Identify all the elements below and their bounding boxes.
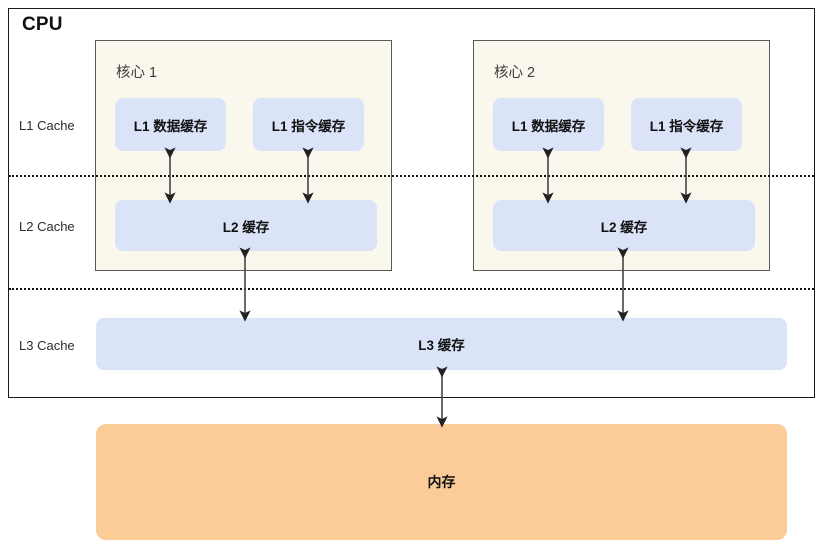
core-1-title: 核心 1 [116,65,158,81]
l1-l2-boundary-line [9,175,814,177]
core-1-l1-instruction-cache: L1 指令缓存 [253,98,364,151]
core-2-l1-instruction-cache: L1 指令缓存 [631,98,742,151]
row-label-l2-cache: L2 Cache [19,219,75,234]
l3-cache-block: L3 缓存 [96,318,787,370]
core-1-l2-cache: L2 缓存 [115,200,377,251]
core-2-l1-data-cache: L1 数据缓存 [493,98,604,151]
cpu-title: CPU [22,14,63,35]
l2-l3-boundary-line [9,288,814,290]
core-1-l1-data-cache: L1 数据缓存 [115,98,226,151]
row-label-l1-cache: L1 Cache [19,118,75,133]
core-2-title: 核心 2 [494,65,536,81]
row-label-l3-cache: L3 Cache [19,338,75,353]
core-2-l2-cache: L2 缓存 [493,200,755,251]
memory-block: 内存 [96,424,787,540]
